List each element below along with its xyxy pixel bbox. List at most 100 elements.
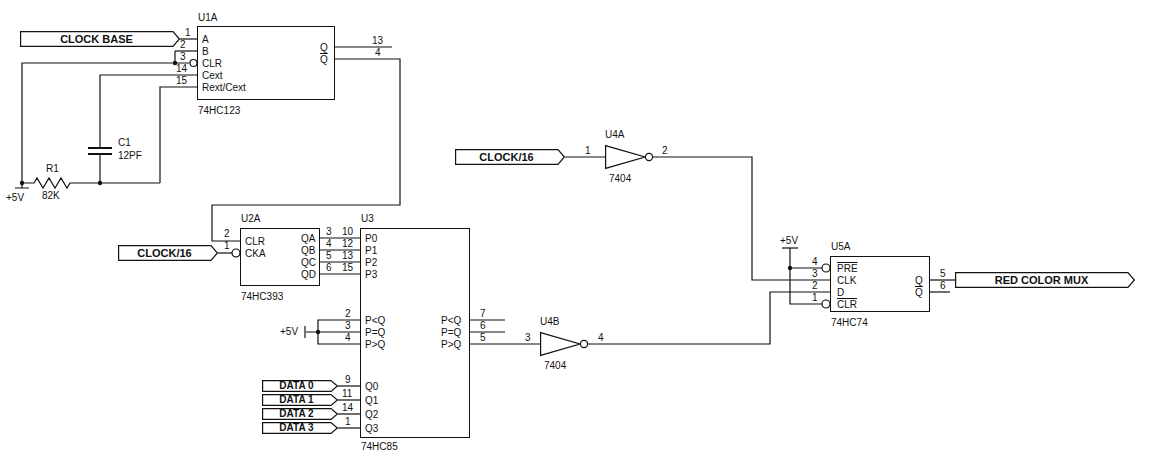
- ic-chip: U5APRECLKDCLRQQ74HC74: [830, 256, 930, 312]
- port-name: CLOCK/16: [137, 245, 191, 261]
- pin-number: 1: [812, 293, 818, 303]
- pin-number: R1: [46, 164, 59, 174]
- port-name: CLOCK BASE: [60, 31, 133, 47]
- wire: [470, 320, 505, 332]
- chip-label: D: [837, 287, 844, 299]
- pin-number: +5V: [780, 236, 798, 246]
- chip-label: QC: [301, 257, 316, 269]
- chip-label: Cext: [202, 70, 223, 82]
- wire: [790, 248, 822, 304]
- chip-label: P3: [365, 269, 377, 281]
- pin-number: 3: [812, 269, 818, 279]
- chip-label: P2: [365, 257, 377, 269]
- chip-label: QD: [301, 269, 316, 281]
- inverter-gate: U4A7404: [605, 145, 653, 169]
- wire: [306, 320, 360, 344]
- wire: [565, 156, 605, 157]
- junction-dot: [98, 181, 102, 185]
- pin-number: 4: [375, 48, 381, 58]
- chip-label: B: [202, 46, 209, 58]
- chip-label: P0: [365, 233, 377, 245]
- chip-label: P=Q: [441, 327, 461, 339]
- gate-label: U4A: [605, 129, 624, 141]
- port-name: DATA 1: [279, 394, 313, 406]
- chip-label: 74HC85: [361, 441, 398, 453]
- chip-label: Q: [320, 42, 328, 54]
- pin-number: 12PF: [118, 151, 142, 161]
- pin-number: 12: [342, 239, 353, 249]
- chip-label: P=Q: [365, 327, 385, 339]
- port-flag: DATA 1: [262, 394, 338, 406]
- ic-chip: U3P0P1P2P3P<QP=QP>QP<QP=QP>QQ0Q1Q2Q374HC…: [360, 228, 470, 438]
- chip-label: P<Q: [365, 315, 385, 327]
- pin-number: 4: [326, 239, 332, 249]
- pin-number: 82K: [42, 191, 60, 201]
- inversion-bubble: [580, 340, 587, 347]
- port-flag: DATA 0: [262, 380, 338, 392]
- chip-label: P>Q: [441, 339, 461, 351]
- flag-outline: [119, 246, 218, 261]
- wire: [99, 154, 100, 183]
- flag-outline: [956, 273, 1135, 288]
- pin-number: 11: [342, 389, 352, 399]
- chip-label: U2A: [241, 213, 260, 225]
- chip-label: Q3: [365, 423, 378, 435]
- inversion-bubble: [190, 60, 197, 67]
- chip-label: CLR: [837, 299, 857, 311]
- port-name: DATA 3: [279, 422, 313, 434]
- wire: [175, 50, 197, 51]
- chip-label: A: [202, 34, 209, 46]
- wire: [653, 157, 830, 280]
- junction-dot: [316, 330, 320, 334]
- pin-number: 6: [480, 321, 486, 331]
- inversion-bubble: [232, 249, 240, 257]
- chip-label: P>Q: [365, 339, 385, 351]
- pin-number: 13: [372, 36, 383, 46]
- pin-number: 3: [345, 321, 351, 331]
- chip-label: 74HC123: [198, 105, 240, 117]
- pin-number: 6: [326, 263, 332, 273]
- pin-number: 3: [525, 333, 531, 343]
- inversion-bubble: [645, 153, 652, 160]
- chip-label: CKA: [245, 248, 266, 260]
- chip-label: PRE: [837, 263, 858, 275]
- port-flag: RED COLOR MUX: [955, 272, 1135, 288]
- wire: [100, 75, 197, 148]
- wire: [320, 273, 360, 274]
- pin-number: 7: [480, 309, 486, 319]
- chip-label: U5A: [831, 241, 850, 253]
- pin-number: C1: [118, 138, 131, 148]
- pin-number: 3: [180, 52, 186, 62]
- inversion-bubble: [822, 264, 830, 272]
- port-flag: CLOCK/16: [455, 149, 565, 165]
- port-flag: CLOCK BASE: [20, 31, 180, 47]
- port-flag: DATA 3: [262, 422, 338, 434]
- flag-outline: [263, 395, 338, 406]
- chip-label: 74HC393: [241, 291, 283, 303]
- junction-dot: [20, 181, 24, 185]
- flag-outline: [263, 423, 338, 434]
- resistor-symbol: [22, 178, 160, 188]
- flag-outline: [263, 409, 338, 420]
- flag-outline: [21, 32, 180, 47]
- wire: [160, 87, 197, 183]
- pin-number: 4: [598, 333, 604, 343]
- shape-outline: [540, 332, 588, 356]
- wire: [930, 291, 950, 292]
- ic-chip: U2ACLRCKAQAQBQCQD74HC393: [240, 228, 320, 286]
- port-name: DATA 0: [279, 380, 313, 392]
- pin-number: 1: [185, 28, 191, 38]
- chip-label: QB: [301, 245, 315, 257]
- pin-number: 3: [326, 227, 332, 237]
- pin-number: 15: [342, 263, 353, 273]
- gate-outline: [606, 146, 645, 169]
- ic-chip: U1AABCLRCextRext/CextQQ74HC123: [197, 26, 335, 100]
- chip-label: Q: [915, 287, 923, 299]
- wire: [22, 63, 190, 183]
- pin-number: 1: [585, 146, 591, 156]
- chip-label: P<Q: [441, 315, 461, 327]
- flag-outline: [263, 381, 338, 392]
- port-flag: DATA 2: [262, 408, 338, 420]
